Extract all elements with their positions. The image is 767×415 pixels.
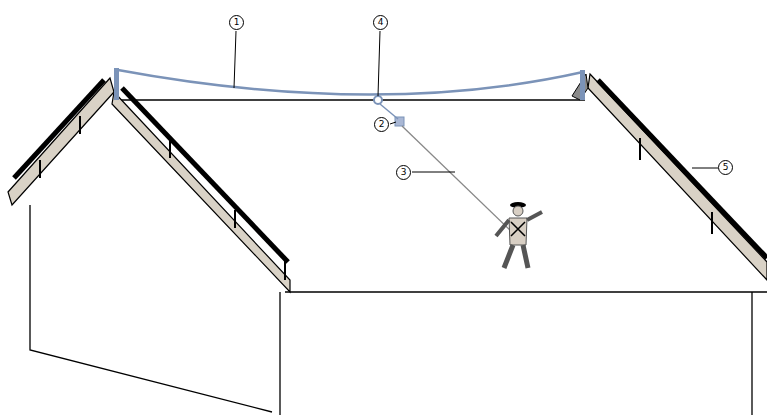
left-gable-trim — [8, 78, 290, 292]
guardrail — [122, 88, 288, 262]
guardrail — [598, 80, 767, 258]
callout-number: 2 — [374, 117, 389, 132]
leader-line — [378, 31, 380, 96]
guardrail — [14, 80, 104, 178]
right-corner — [751, 292, 752, 415]
front-corner — [279, 292, 280, 415]
callout-number: 3 — [396, 165, 411, 180]
worker-leg — [504, 245, 528, 268]
worker-body — [509, 218, 527, 245]
left-wall — [30, 205, 272, 412]
horizontal-lifeline — [114, 68, 585, 232]
eave-line — [285, 291, 767, 292]
leader-line — [692, 168, 718, 169]
lifeline-cable — [118, 70, 583, 95]
leader-lines — [234, 31, 718, 172]
worker-arm — [496, 212, 542, 236]
callout-number: 5 — [718, 160, 733, 175]
anchor-post — [114, 68, 119, 100]
rail-post — [640, 138, 712, 234]
callout-number: 1 — [229, 15, 244, 30]
rail-post — [40, 116, 285, 280]
lanyard — [402, 126, 512, 232]
harness — [511, 222, 525, 236]
connector-ring — [374, 96, 382, 104]
gable-fascia — [588, 74, 767, 280]
leader-line — [412, 172, 455, 173]
ridge-line — [116, 99, 585, 100]
gable-fascia — [112, 92, 290, 292]
worker-figure — [496, 202, 542, 268]
leader-line — [234, 31, 236, 88]
right-gable-trim — [572, 74, 767, 280]
callout-number: 4 — [373, 15, 388, 30]
gable-fascia — [8, 78, 114, 205]
leader-line — [390, 122, 396, 124]
anchor-post — [580, 70, 585, 100]
worker-head — [513, 206, 523, 216]
